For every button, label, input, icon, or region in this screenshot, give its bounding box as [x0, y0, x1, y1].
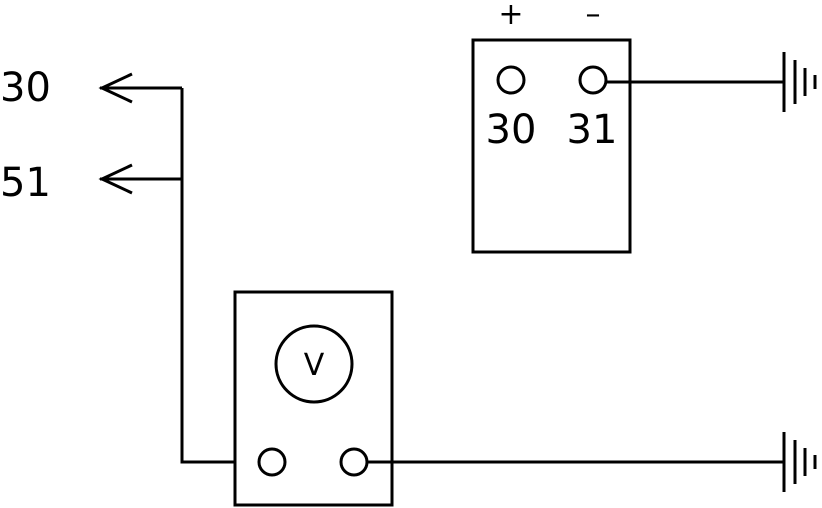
- voltmeter-left-terminal: [257, 447, 287, 477]
- voltmeter-right-terminal: [339, 447, 369, 477]
- battery-negative-label: 31: [567, 107, 618, 153]
- battery-positive-terminal: [496, 65, 526, 95]
- lead-51-arrow-icon: [98, 163, 182, 195]
- lead-30-arrow-icon: [98, 72, 182, 104]
- voltmeter-symbol: V: [304, 348, 325, 383]
- ground-icon: [782, 432, 817, 492]
- battery-plus-sign: +: [498, 0, 523, 32]
- ground-icon: [782, 52, 817, 112]
- battery-negative-terminal: [578, 65, 608, 95]
- battery-positive-label: 30: [486, 107, 537, 153]
- lead-51-label: 51: [0, 160, 51, 206]
- voltmeter: V: [233, 290, 394, 507]
- voltmeter-icon: [274, 324, 354, 404]
- voltmeter-lead-wire: [180, 88, 258, 464]
- lead-30-label: 30: [0, 65, 51, 111]
- battery: + – 30 31: [471, 0, 632, 254]
- battery-minus-sign: –: [586, 0, 601, 32]
